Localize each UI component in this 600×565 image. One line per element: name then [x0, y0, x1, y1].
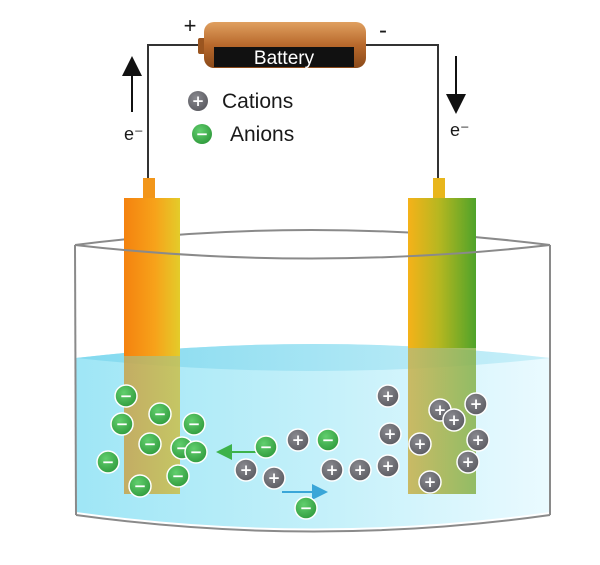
cation-ion: +	[348, 458, 372, 482]
svg-text:+: +	[382, 387, 395, 405]
battery-plus-sign: +	[184, 13, 197, 38]
battery-minus-sign: -	[379, 17, 387, 44]
cation-ion: +	[408, 432, 432, 456]
anion-ion: −	[114, 384, 138, 408]
svg-text:+: +	[240, 461, 253, 479]
anion-ion: −	[96, 450, 120, 474]
cathode-tab	[433, 178, 445, 200]
legend-anion-label: Anions	[230, 123, 294, 146]
anion-ion: −	[182, 412, 206, 436]
svg-text:−: −	[260, 438, 273, 456]
cation-ion: +	[464, 392, 488, 416]
svg-text:−: −	[102, 453, 115, 471]
svg-text:+: +	[424, 473, 437, 491]
cation-ion: +	[376, 384, 400, 408]
svg-text:−: −	[188, 415, 201, 433]
anion-ion: −	[128, 474, 152, 498]
ions-layer: −−−−−−−−−−+++++++++++−−−++++	[96, 384, 490, 520]
cation-ion: +	[320, 458, 344, 482]
legend-cation-icon	[188, 91, 208, 111]
svg-text:+: +	[462, 453, 475, 471]
anion-ion: −	[254, 435, 278, 459]
svg-text:−: −	[144, 435, 157, 453]
cation-ion: +	[466, 428, 490, 452]
cation-ion: +	[442, 408, 466, 432]
svg-text:+: +	[354, 461, 367, 479]
svg-text:+: +	[448, 411, 461, 429]
svg-text:+: +	[382, 457, 395, 475]
anion-ion: −	[294, 496, 318, 520]
cation-ion: +	[418, 470, 442, 494]
battery-label-band	[214, 47, 354, 67]
svg-text:+: +	[470, 395, 483, 413]
svg-text:+: +	[268, 469, 281, 487]
svg-text:+: +	[326, 461, 339, 479]
svg-text:+: +	[414, 435, 427, 453]
legend-anion-icon	[192, 124, 212, 144]
cation-ion: +	[456, 450, 480, 474]
cation-ion: +	[262, 466, 286, 490]
svg-text:+: +	[292, 431, 305, 449]
anion-ion: −	[166, 464, 190, 488]
legend-cation-symbol: +	[192, 92, 205, 110]
svg-text:−: −	[190, 443, 203, 461]
electron-label-right: e⁻	[450, 120, 470, 140]
svg-text:−: −	[322, 431, 335, 449]
anion-ion: −	[316, 428, 340, 452]
legend: + Cations − Anions	[188, 90, 294, 146]
svg-text:−: −	[172, 467, 185, 485]
circuit-wires	[147, 44, 439, 182]
svg-text:+: +	[384, 425, 397, 443]
cation-ion: +	[378, 422, 402, 446]
svg-text:−: −	[154, 405, 167, 423]
electron-label-left: e⁻	[124, 124, 144, 144]
svg-text:−: −	[120, 387, 133, 405]
battery-label: Battery	[254, 48, 315, 69]
cation-ion: +	[286, 428, 310, 452]
svg-text:+: +	[434, 401, 447, 419]
legend-cation-label: Cations	[222, 90, 293, 113]
battery: Battery	[198, 22, 366, 69]
cation-ion: +	[376, 454, 400, 478]
cation-ion: +	[234, 458, 258, 482]
anion-ion: −	[148, 402, 172, 426]
anion-ion: −	[138, 432, 162, 456]
svg-text:−: −	[300, 499, 313, 517]
anion-ion: −	[110, 412, 134, 436]
svg-text:−: −	[116, 415, 129, 433]
anion-ion: −	[184, 440, 208, 464]
legend-anion-symbol: −	[196, 125, 209, 143]
anode-tab	[143, 178, 155, 200]
beaker	[74, 244, 551, 533]
svg-text:+: +	[472, 431, 485, 449]
svg-text:−: −	[134, 477, 147, 495]
